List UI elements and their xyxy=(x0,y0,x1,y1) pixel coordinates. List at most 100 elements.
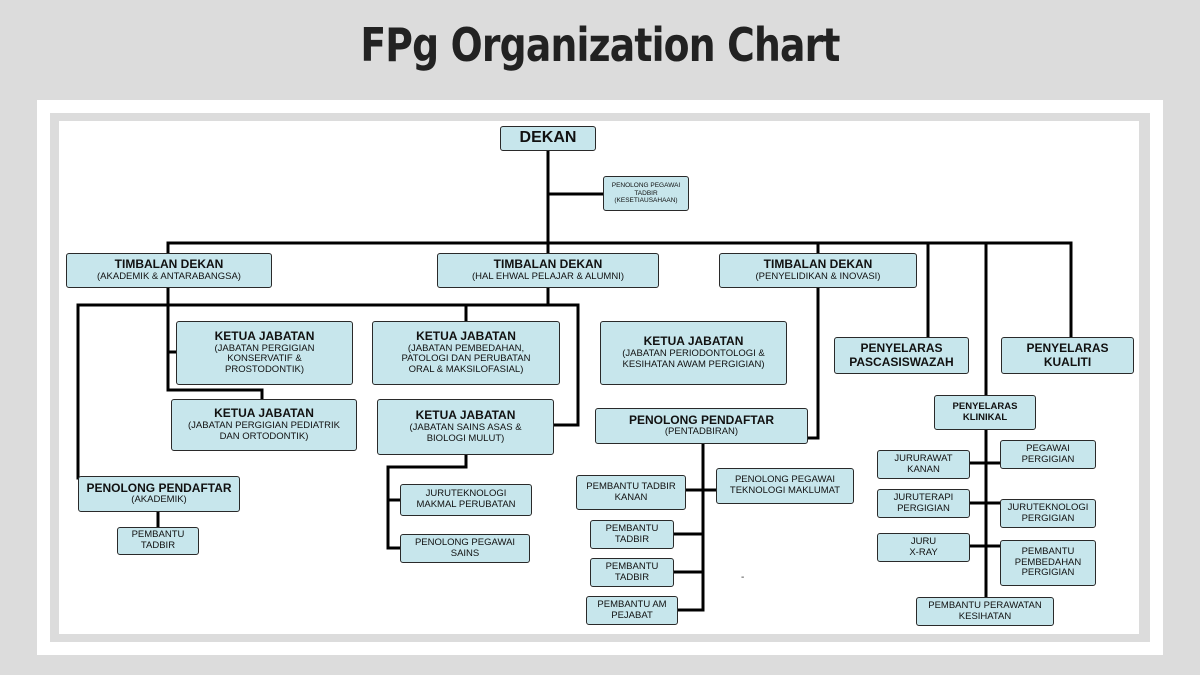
node-line: TADBIR xyxy=(140,540,176,551)
node-line: PENOLONG PEGAWAI xyxy=(611,182,681,190)
node-subtitle: (AKADEMIK & ANTARABANGSA) xyxy=(97,270,241,282)
node-line: JURUTEKNOLOGI xyxy=(425,488,507,500)
dekan-title: DEKAN xyxy=(519,129,577,147)
node-line: X-RAY xyxy=(909,546,938,558)
node-line: PEMBEDAHAN xyxy=(1014,556,1082,568)
node-subtitle: (AKADEMIK) xyxy=(131,494,187,506)
node-title: KETUA JABATAN xyxy=(415,408,516,423)
juru-xray-box[interactable]: JURU X-RAY xyxy=(877,533,970,562)
penyelaras-klinikal-box[interactable]: PENYELARAS KLINIKAL xyxy=(934,395,1036,430)
node-line: PEMBANTU xyxy=(1021,545,1075,557)
node-title: KETUA JABATAN xyxy=(416,328,516,343)
penolong-pendaftar-pentadbiran-box[interactable]: PENOLONG PENDAFTAR (PENTADBIRAN) xyxy=(595,408,808,444)
node-line: (JABATAN PERGIGIAN PEDIATRIK xyxy=(187,419,341,431)
pembantu-tadbir-akademik-box[interactable]: PEMBANTU TADBIR xyxy=(117,527,199,555)
node-line: PEMBANTU xyxy=(605,560,659,572)
node-line: (JABATAN SAINS ASAS & xyxy=(409,421,522,433)
pembantu-perawatan-box[interactable]: PEMBANTU PERAWATAN KESIHATAN xyxy=(916,597,1054,626)
node-line: KLINIKAL xyxy=(962,411,1008,423)
node-title: TIMBALAN DEKAN xyxy=(493,257,603,272)
node-line: KANAN xyxy=(614,491,648,503)
node-line: KONSERVATIF & xyxy=(227,353,302,365)
node-line: MAKMAL PERUBATAN xyxy=(416,499,516,510)
penyelaras-pascasiswazah-box[interactable]: PENYELARAS PASCASISWAZAH xyxy=(834,337,969,374)
dekan-box[interactable]: DEKAN xyxy=(500,126,596,151)
stray-mark: - xyxy=(741,572,745,583)
pegawai-pergigian-box[interactable]: PEGAWAI PERGIGIAN xyxy=(1000,440,1096,469)
node-title: TIMBALAN DEKAN xyxy=(114,257,224,272)
node-line: PENOLONG PEGAWAI xyxy=(734,474,836,486)
node-line: (KESETIAUSAHAAN) xyxy=(614,197,678,205)
node-line: PENYELARAS xyxy=(860,340,943,355)
node-line: PEMBANTU xyxy=(131,529,185,541)
node-line: PEMBANTU AM xyxy=(597,598,667,610)
node-line: TEKNOLOGI MAKLUMAT xyxy=(729,485,841,496)
node-line: PEMBANTU xyxy=(605,522,659,534)
jururawat-kanan-box[interactable]: JURURAWAT KANAN xyxy=(877,450,970,479)
juruterapi-pergigian-box[interactable]: JURUTERAPI PERGIGIAN xyxy=(877,489,970,518)
node-title: KETUA JABATAN xyxy=(643,334,744,349)
node-line: PENOLONG PEGAWAI xyxy=(414,536,516,548)
node-subtitle: (PENYELIDIKAN & INOVASI) xyxy=(755,270,881,282)
node-line: PEMBANTU TADBIR xyxy=(586,480,676,492)
node-line: PEJABAT xyxy=(611,609,653,621)
node-line: JURU xyxy=(910,535,937,547)
node-line: ORAL & MAKSILOFASIAL) xyxy=(408,364,524,376)
node-line: (JABATAN PERGIGIAN xyxy=(214,342,315,354)
node-line: KESIHATAN AWAM PERGIGIAN) xyxy=(622,358,765,370)
node-subtitle: (PENTADBIRAN) xyxy=(664,426,739,438)
node-line: PEMBANTU PERAWATAN xyxy=(928,599,1042,611)
node-line: PERGIGIAN xyxy=(1021,453,1075,465)
node-title: KETUA JABATAN xyxy=(214,328,315,343)
penolong-pegawai-sains-box[interactable]: PENOLONG PEGAWAI SAINS xyxy=(400,534,530,563)
juruteknologi-pergigian-box[interactable]: JURUTEKNOLOGI PERGIGIAN xyxy=(1000,499,1096,528)
node-line: KANAN xyxy=(907,463,940,475)
node-line: KESIHATAN xyxy=(958,610,1012,622)
node-line: TADBIR xyxy=(614,533,650,545)
pembantu-am-pejabat-box[interactable]: PEMBANTU AM PEJABAT xyxy=(586,596,678,625)
node-title: PENOLONG PENDAFTAR xyxy=(628,412,775,427)
node-line: PASCASISWAZAH xyxy=(849,354,954,369)
node-line: JURUTERAPI xyxy=(893,491,954,503)
node-line: PENYELARAS xyxy=(1026,340,1109,355)
timbalan-dekan-penyelidikan-box[interactable]: TIMBALAN DEKAN (PENYELIDIKAN & INOVASI) xyxy=(719,253,917,288)
penyelaras-kualiti-box[interactable]: PENYELARAS KUALITI xyxy=(1001,337,1134,374)
node-line: TADBIR xyxy=(614,571,650,583)
pembantu-pembedahan-box[interactable]: PEMBANTU PEMBEDAHAN PERGIGIAN xyxy=(1000,540,1096,586)
node-line: PERGIGIAN xyxy=(897,502,950,514)
node-subtitle: (HAL EHWAL PELAJAR & ALUMNI) xyxy=(471,270,625,282)
node-line: PERGIGIAN xyxy=(1021,512,1075,524)
node-line: (JABATAN PERIODONTOLOGI & xyxy=(622,347,765,359)
ketua-jabatan-konservatif-box[interactable]: KETUA JABATAN (JABATAN PERGIGIAN KONSERV… xyxy=(176,321,353,385)
node-line: (JABATAN PEMBEDAHAN, xyxy=(407,342,525,354)
node-line: PEGAWAI xyxy=(1026,442,1070,454)
ketua-jabatan-periodontologi-box[interactable]: KETUA JABATAN (JABATAN PERIODONTOLOGI & … xyxy=(600,321,787,385)
pembantu-tadbir-kanan-box[interactable]: PEMBANTU TADBIR KANAN xyxy=(576,475,686,510)
ketua-jabatan-pediatrik-box[interactable]: KETUA JABATAN (JABATAN PERGIGIAN PEDIATR… xyxy=(171,399,357,451)
penolong-pegawai-tm-box[interactable]: PENOLONG PEGAWAI TEKNOLOGI MAKLUMAT xyxy=(716,468,854,504)
node-line: JURUTEKNOLOGI xyxy=(1007,501,1089,513)
node-title: TIMBALAN DEKAN xyxy=(763,257,873,272)
node-line: JURURAWAT xyxy=(894,452,953,464)
node-line: PATOLOGI DAN PERUBATAN xyxy=(401,353,531,365)
node-line: BIOLOGI MULUT) xyxy=(426,432,505,444)
timbalan-dekan-hep-box[interactable]: TIMBALAN DEKAN (HAL EHWAL PELAJAR & ALUM… xyxy=(437,253,659,288)
penolong-pendaftar-akademik-box[interactable]: PENOLONG PENDAFTAR (AKADEMIK) xyxy=(78,476,240,512)
node-line: DAN ORTODONTIK) xyxy=(219,430,309,442)
node-line: PENYELARAS xyxy=(952,400,1018,412)
node-line: PROSTODONTIK) xyxy=(225,364,304,376)
node-title: PENOLONG PENDAFTAR xyxy=(86,480,232,495)
penolong-pegawai-tadbir-box[interactable]: PENOLONG PEGAWAI TADBIR (KESETIAUSAHAAN) xyxy=(603,176,689,211)
node-line: SAINS xyxy=(450,547,480,559)
node-title: KETUA JABATAN xyxy=(214,406,314,421)
node-line: TADBIR xyxy=(634,189,658,197)
juruteknologi-makmal-box[interactable]: JURUTEKNOLOGI MAKMAL PERUBATAN xyxy=(400,484,532,516)
node-line: PERGIGIAN xyxy=(1021,567,1075,579)
node-line: KUALITI xyxy=(1043,354,1092,369)
pembantu-tadbir-1-box[interactable]: PEMBANTU TADBIR xyxy=(590,520,674,549)
ketua-jabatan-sains-asas-box[interactable]: KETUA JABATAN (JABATAN SAINS ASAS & BIOL… xyxy=(377,399,554,455)
timbalan-dekan-akademik-box[interactable]: TIMBALAN DEKAN (AKADEMIK & ANTARABANGSA) xyxy=(66,253,272,288)
ketua-jabatan-pembedahan-box[interactable]: KETUA JABATAN (JABATAN PEMBEDAHAN, PATOL… xyxy=(372,321,560,385)
pembantu-tadbir-2-box[interactable]: PEMBANTU TADBIR xyxy=(590,558,674,587)
page-title: FPg Organization Chart xyxy=(360,18,840,72)
